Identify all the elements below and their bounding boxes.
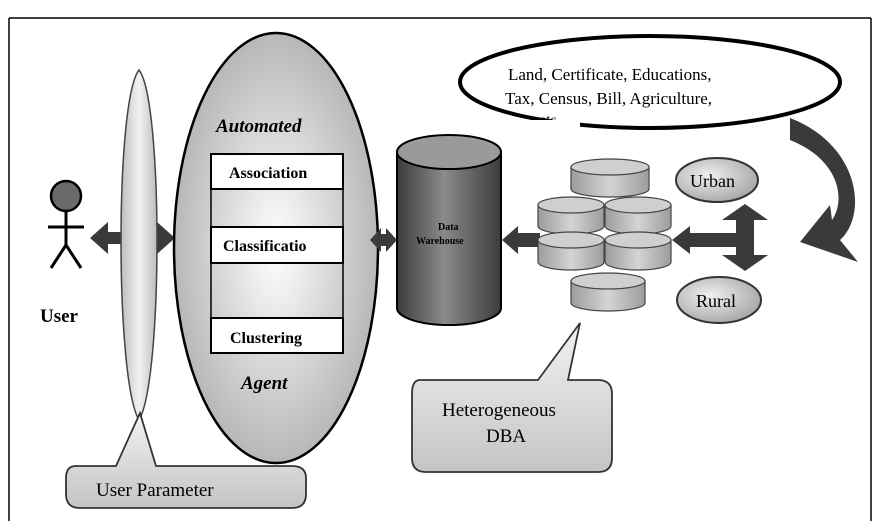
urban-label: Urban (690, 171, 735, 191)
urban-rural-vertical-arrow (722, 204, 768, 271)
heterogeneous-callout (411, 322, 613, 473)
curved-return-arrow (790, 118, 858, 262)
hetero-label-line2: DBA (486, 426, 526, 447)
database-icon (570, 272, 646, 312)
database-icon (537, 231, 605, 271)
warehouse-label-line2: Warehouse (416, 236, 464, 247)
classification-label: Classificatio (223, 238, 307, 255)
warehouse-label-line1: Data (438, 222, 459, 233)
sources-line2: Tax, Census, Bill, Agriculture, (505, 89, 712, 108)
clustering-box: Clustering (210, 317, 344, 354)
user-parameter-lens (120, 68, 158, 422)
association-box: Association (210, 153, 344, 190)
user-figure-icon (48, 179, 84, 269)
data-warehouse-cylinder (396, 134, 502, 326)
sources-clip-mask (520, 120, 580, 130)
database-icon (604, 231, 672, 271)
agent-title-bottom: Agent (240, 373, 288, 394)
source-db-arrow (672, 226, 745, 254)
user-label: User (40, 306, 79, 327)
agent-warehouse-arrow (370, 228, 397, 252)
db-warehouse-arrow (502, 226, 540, 254)
urban-node: Urban (675, 157, 759, 203)
database-stack-icon (537, 158, 672, 312)
user-parameter-callout (65, 410, 307, 509)
sources-line1: Land, Certificate, Educations, (508, 65, 711, 84)
database-icon (604, 196, 672, 235)
data-sources-oval (458, 34, 842, 130)
clustering-label: Clustering (230, 330, 302, 347)
agent-title-top: Automated (215, 116, 302, 137)
association-label: Association (229, 165, 307, 182)
rural-label: Rural (696, 291, 736, 311)
user-parameter-label: User Parameter (96, 480, 214, 501)
classification-box: Classificatio (210, 226, 344, 264)
rural-node: Rural (676, 276, 762, 324)
database-icon (570, 158, 650, 198)
database-icon (537, 196, 605, 235)
frame-lines (8, 17, 872, 521)
hetero-label-line1: Heterogeneous (442, 400, 556, 421)
